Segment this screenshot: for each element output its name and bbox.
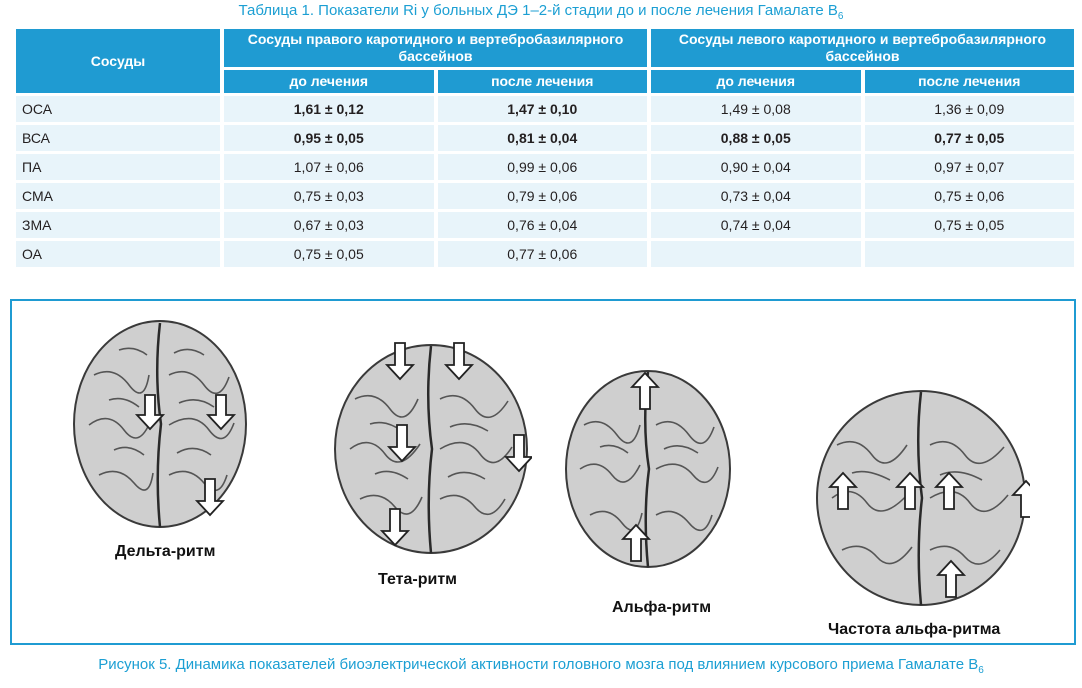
header-vessels: Сосуды: [16, 29, 220, 93]
table-row: ОСА 1,61 ± 0,12 1,47 ± 0,10 1,49 ± 0,08 …: [16, 96, 1074, 122]
vessel-name: ЗМА: [16, 212, 220, 238]
alpha-rhythm-label: Альфа-ритм: [612, 599, 712, 616]
table-row: ВСА 0,95 ± 0,05 0,81 ± 0,04 0,88 ± 0,05 …: [16, 125, 1074, 151]
table-caption: Таблица 1. Показатели Ri у больных ДЭ 1–…: [0, 2, 1082, 22]
brain-theta-image: [334, 342, 532, 554]
brain-delta-image: [73, 320, 247, 528]
header-right-before: до лечения: [224, 70, 434, 93]
right-after-value: 0,79 ± 0,06: [437, 183, 647, 209]
brain-alpha-frequency-arrows: [827, 471, 1030, 598]
left-after-value: 1,36 ± 0,09: [864, 96, 1074, 122]
theta-rhythm-label: Тета-ритм: [378, 571, 458, 588]
left-after-value: 0,97 ± 0,07: [864, 154, 1074, 180]
brain-alpha-image: [565, 370, 731, 568]
right-after-value: 1,47 ± 0,10: [437, 96, 647, 122]
alpha-frequency-label: Частота альфа-ритма: [828, 621, 1001, 638]
vessel-name: ПА: [16, 154, 220, 180]
table-row: ОА 0,75 ± 0,05 0,77 ± 0,06: [16, 241, 1074, 267]
brain-theta-arrows: [379, 342, 532, 547]
table-caption-subscript: 6: [837, 11, 844, 22]
right-after-value: 0,77 ± 0,06: [437, 241, 647, 267]
right-before-value: 1,61 ± 0,12: [224, 96, 434, 122]
vessel-name: СМА: [16, 183, 220, 209]
left-before-value: [651, 241, 861, 267]
right-after-value: 0,76 ± 0,04: [437, 212, 647, 238]
table-row: ПА 1,07 ± 0,06 0,99 ± 0,06 0,90 ± 0,04 0…: [16, 154, 1074, 180]
table-caption-text: Таблица 1. Показатели Ri у больных ДЭ 1–…: [238, 2, 838, 19]
figure-caption-text: Рисунок 5. Динамика показателей биоэлект…: [98, 656, 979, 673]
left-before-value: 0,73 ± 0,04: [651, 183, 861, 209]
left-before-value: 1,49 ± 0,08: [651, 96, 861, 122]
header-right-basin: Сосуды правого каротидного и вертебробаз…: [224, 29, 647, 67]
vessel-name: ОСА: [16, 96, 220, 122]
right-after-value: 0,99 ± 0,06: [437, 154, 647, 180]
right-before-value: 0,75 ± 0,03: [224, 183, 434, 209]
right-before-value: 0,67 ± 0,03: [224, 212, 434, 238]
right-before-value: 1,07 ± 0,06: [224, 154, 434, 180]
header-left-before: до лечения: [651, 70, 861, 93]
table-row: ЗМА 0,67 ± 0,03 0,76 ± 0,04 0,74 ± 0,04 …: [16, 212, 1074, 238]
header-left-after: после лечения: [864, 70, 1074, 93]
right-before-value: 0,75 ± 0,05: [224, 241, 434, 267]
vessel-name: ОА: [16, 241, 220, 267]
brain-delta-arrows: [134, 394, 237, 517]
right-after-value: 0,81 ± 0,04: [437, 125, 647, 151]
left-after-value: 0,75 ± 0,05: [864, 212, 1074, 238]
left-after-value: 0,75 ± 0,06: [864, 183, 1074, 209]
brain-alpha-arrows: [620, 371, 661, 562]
figure-caption: Рисунок 5. Динамика показателей биоэлект…: [0, 656, 1082, 676]
left-after-value: [864, 241, 1074, 267]
left-before-value: 0,74 ± 0,04: [651, 212, 861, 238]
left-before-value: 0,90 ± 0,04: [651, 154, 861, 180]
left-after-value: 0,77 ± 0,05: [864, 125, 1074, 151]
brain-alpha-frequency-image: [816, 390, 1030, 606]
vessel-name: ВСА: [16, 125, 220, 151]
left-before-value: 0,88 ± 0,05: [651, 125, 861, 151]
brain-figure: Дельта-ритм Тета-ритм Альфа-ритм: [10, 299, 1076, 645]
data-table: Сосуды Сосуды правого каротидного и верт…: [12, 26, 1078, 270]
header-left-basin: Сосуды левого каротидного и вертебробази…: [651, 29, 1074, 67]
header-right-after: после лечения: [437, 70, 647, 93]
right-before-value: 0,95 ± 0,05: [224, 125, 434, 151]
figure-caption-subscript: 6: [978, 665, 984, 676]
delta-rhythm-label: Дельта-ритм: [115, 543, 216, 560]
table-row: СМА 0,75 ± 0,03 0,79 ± 0,06 0,73 ± 0,04 …: [16, 183, 1074, 209]
